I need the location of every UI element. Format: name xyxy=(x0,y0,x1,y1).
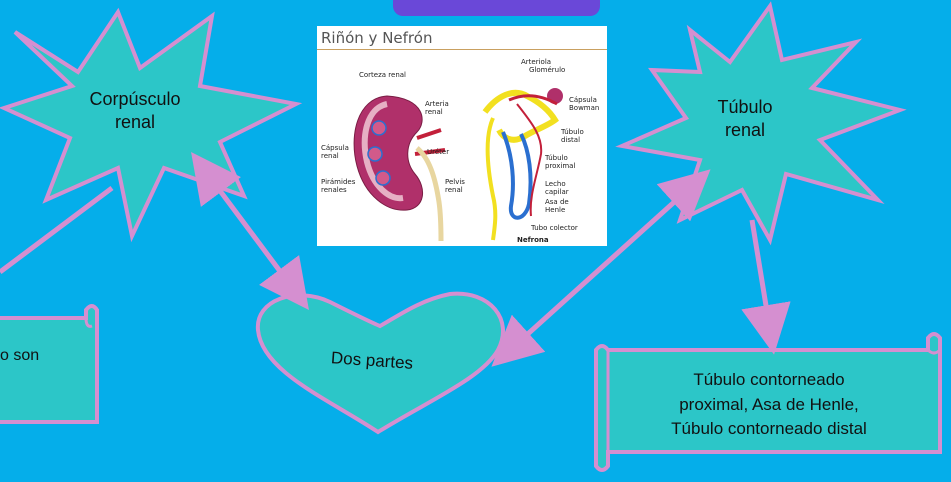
arrow-star-left-to-scroll xyxy=(0,188,112,272)
label-piramides-renales: Pirámides renales xyxy=(321,178,361,194)
arrow-star-left-to-heart xyxy=(206,172,294,290)
label-arteriola: Arteriola xyxy=(521,58,551,66)
label-corteza-renal: Corteza renal xyxy=(359,71,406,79)
star-left-label: Corpúsculo renal xyxy=(80,88,190,135)
scroll-right-line3: Túbulo contorneado distal xyxy=(616,417,922,442)
scroll-left-label: o son xyxy=(0,346,80,367)
label-arteria-renal: Arteria renal xyxy=(425,100,455,116)
label-lecho-capilar: Lecho capilar xyxy=(545,180,575,196)
label-capsula-bowman: Cápsula Bowman xyxy=(569,96,605,112)
scroll-right-label: Túbulo contorneado proximal, Asa de Henl… xyxy=(616,368,922,442)
label-pelvis-renal: Pelvis renal xyxy=(445,178,471,194)
label-glomerulo: Glomérulo xyxy=(529,66,565,74)
label-ureter: Uréter xyxy=(427,148,449,156)
star-left-line2: renal xyxy=(80,111,190,134)
star-left-line1: Corpúsculo xyxy=(80,88,190,111)
scroll-right-line1: Túbulo contorneado xyxy=(616,368,922,393)
label-tubulo-proximal: Túbulo proximal xyxy=(545,154,581,170)
star-right-line1: Túbulo xyxy=(700,96,790,119)
kidney-nephron-image: Riñón y Nefrón Corteza renal Arteria ren… xyxy=(317,26,607,246)
label-nefrona: Nefrona xyxy=(517,236,549,244)
label-capsula-renal: Cápsula renal xyxy=(321,144,351,160)
scroll-right-line2: proximal, Asa de Henle, xyxy=(616,393,922,418)
label-asa-henle: Asa de Henle xyxy=(545,198,579,214)
label-tubo-colector: Tubo colector xyxy=(531,224,578,232)
star-right-label: Túbulo renal xyxy=(700,96,790,143)
star-right-line2: renal xyxy=(700,119,790,142)
label-tubulo-distal: Túbulo distal xyxy=(561,128,589,144)
